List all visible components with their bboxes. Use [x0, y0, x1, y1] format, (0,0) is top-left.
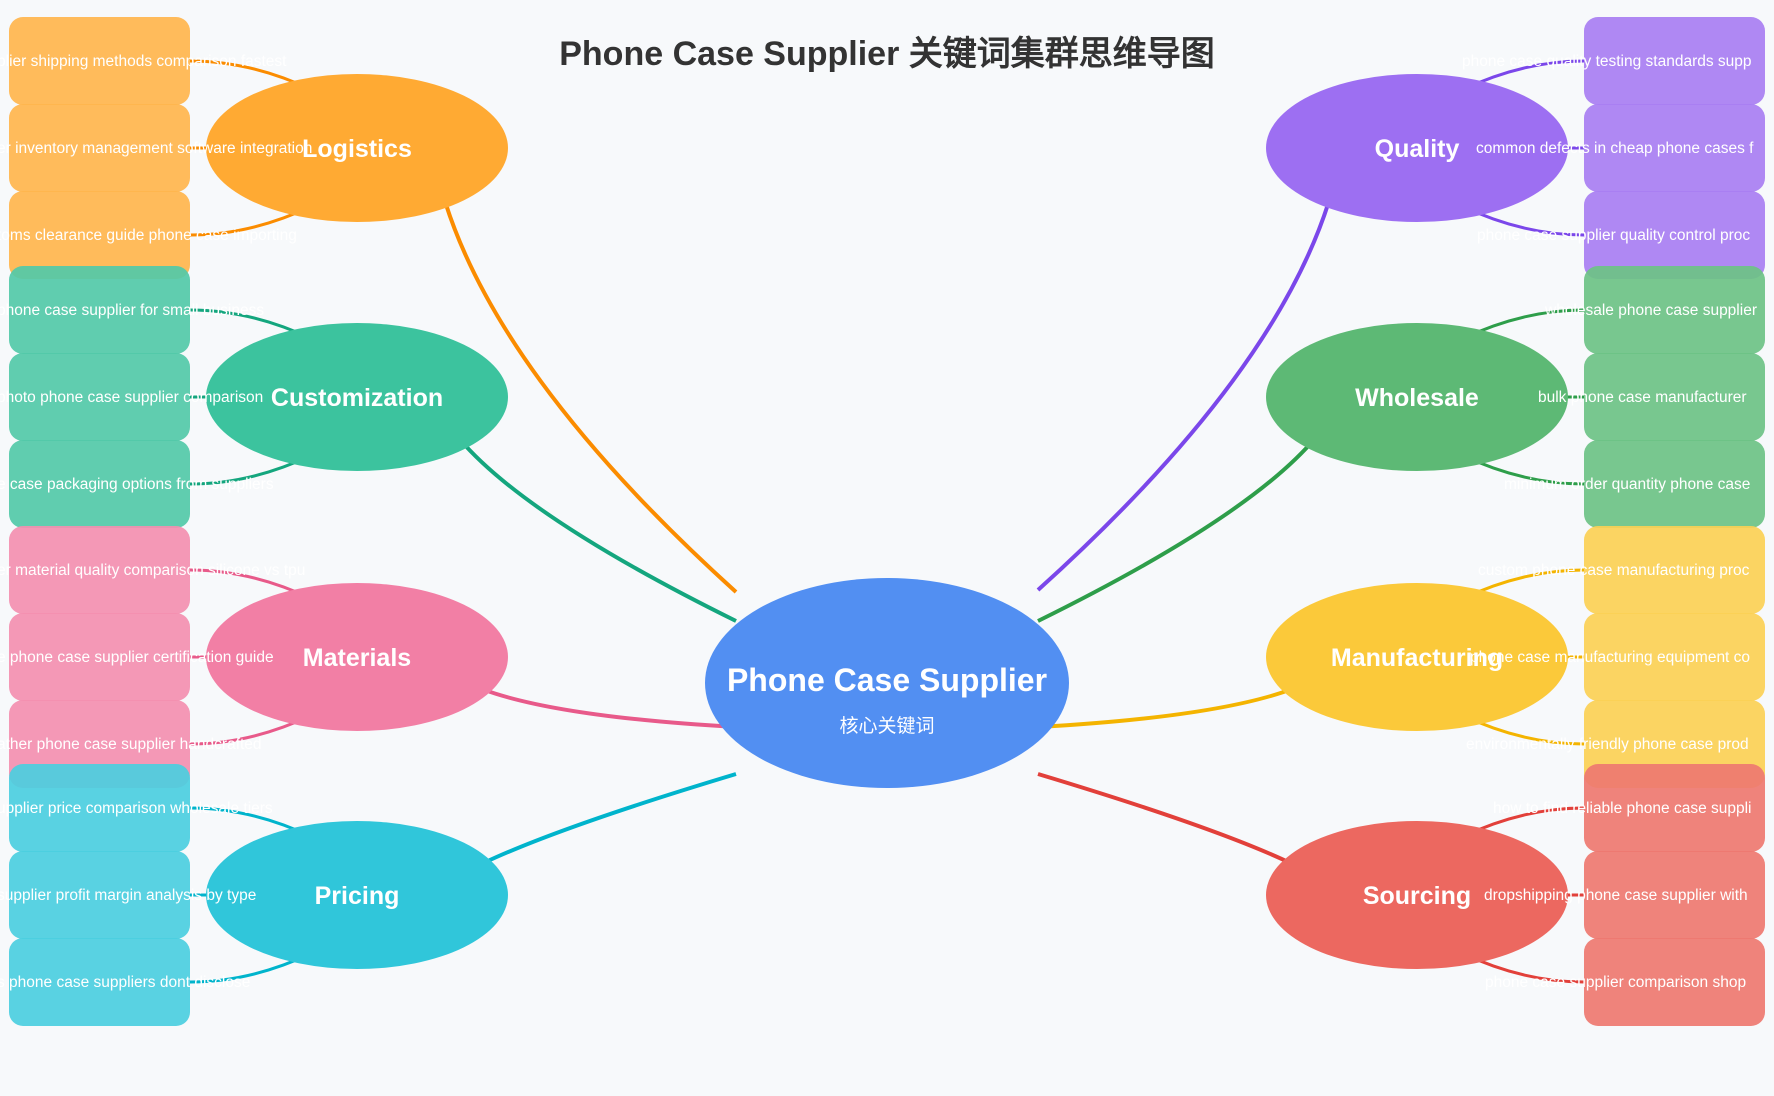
- leaf-label: bulk phone case manufacturer: [1538, 389, 1747, 406]
- leaf-label: custom phone case manufacturing proc: [1478, 562, 1750, 579]
- leaf-label: er inventory management software integra…: [0, 140, 312, 157]
- leaf-box[interactable]: [1584, 938, 1765, 1026]
- leaf-box[interactable]: [1584, 440, 1765, 528]
- center-node[interactable]: [705, 578, 1069, 788]
- category-label: Sourcing: [1363, 882, 1471, 910]
- category-node-manufacturing[interactable]: [1266, 583, 1568, 731]
- leaf-label: phone case manufacturing equipment co: [1470, 649, 1750, 666]
- category-node-logistics[interactable]: [206, 74, 508, 222]
- leaf-box[interactable]: [9, 613, 190, 701]
- leaf-box[interactable]: [1584, 266, 1765, 354]
- branch-line: [1036, 152, 1343, 592]
- leaf-label: er material quality comparison silicone …: [0, 562, 305, 579]
- leaf-label: dropshipping phone case supplier with: [1484, 887, 1748, 904]
- leaf-box[interactable]: [1584, 104, 1765, 192]
- leaf-label: phone case supplier for small business: [0, 302, 264, 319]
- leaf-label: s phone case suppliers dont disclose: [0, 974, 250, 991]
- category-node-pricing[interactable]: [206, 821, 508, 969]
- center-sublabel: 核心关键词: [839, 715, 934, 737]
- category-node-quality[interactable]: [1266, 74, 1568, 222]
- leaf-box[interactable]: [9, 266, 190, 354]
- leaf-box[interactable]: [9, 526, 190, 614]
- leaf-label: plier shipping methods comparison fastes…: [0, 53, 287, 70]
- leaf-label: phone case supplier quality control proc: [1477, 227, 1750, 244]
- category-label: Manufacturing: [1331, 644, 1503, 672]
- leaf-box[interactable]: [1584, 613, 1765, 701]
- leaf-box[interactable]: [1584, 851, 1765, 939]
- category-node-wholesale[interactable]: [1266, 323, 1568, 471]
- leaf-box[interactable]: [9, 17, 190, 105]
- leaf-box[interactable]: [9, 191, 190, 279]
- category-label: Wholesale: [1355, 384, 1479, 412]
- leaf-labels: plier shipping methods comparison fastes…: [0, 53, 1757, 991]
- leaf-label: phone case quality testing standards sup…: [1462, 53, 1752, 70]
- category-label: Logistics: [302, 135, 412, 163]
- leaf-box[interactable]: [1584, 526, 1765, 614]
- leaf-label: upplier price comparison wholesale tiers: [0, 800, 273, 817]
- category-node-materials[interactable]: [206, 583, 508, 731]
- leaf-label: how to find reliable phone case suppli: [1493, 800, 1752, 817]
- leaf-box[interactable]: [9, 764, 190, 852]
- leaf-label: photo phone case supplier comparison: [0, 389, 263, 406]
- leaf-box[interactable]: [1584, 17, 1765, 105]
- leaf-box[interactable]: [9, 851, 190, 939]
- diagram-title: Phone Case Supplier 关键词集群思维导图: [559, 35, 1215, 73]
- leaf-box[interactable]: [9, 353, 190, 441]
- branch-line: [431, 152, 738, 594]
- leaf-label: phone case supplier comparison shop: [1485, 974, 1746, 991]
- leaf-boxes: [9, 17, 1765, 1026]
- center-label: Phone Case Supplier: [727, 662, 1047, 698]
- leaf-label: minimum order quantity phone case: [1504, 476, 1750, 493]
- leaf-label: environmentally friendly phone case prod: [1466, 736, 1749, 753]
- leaf-box[interactable]: [1584, 353, 1765, 441]
- leaf-label: e phone case supplier certification guid…: [0, 649, 274, 666]
- category-label: Pricing: [315, 882, 400, 910]
- leaf-box[interactable]: [1584, 764, 1765, 852]
- category-node-sourcing[interactable]: [1266, 821, 1568, 969]
- leaf-label: ather phone case supplier handcrafted: [0, 736, 262, 753]
- category-label: Customization: [271, 384, 443, 412]
- leaf-label: wholesale phone case supplier: [1544, 302, 1757, 319]
- leaf-label: common defects in cheap phone cases f: [1476, 140, 1754, 157]
- category-label: Quality: [1375, 135, 1460, 163]
- category-label: Materials: [303, 644, 411, 672]
- leaf-label: e case packaging options from suppliers: [0, 476, 274, 493]
- leaf-box[interactable]: [9, 440, 190, 528]
- leaf-label: toms clearance guide phone case importin…: [0, 227, 297, 244]
- leaf-box[interactable]: [1584, 191, 1765, 279]
- category-node-customization[interactable]: [206, 323, 508, 471]
- leaf-label: supplier profit margin analysis by type: [0, 887, 256, 904]
- leaf-box[interactable]: [9, 938, 190, 1026]
- leaf-box[interactable]: [9, 104, 190, 192]
